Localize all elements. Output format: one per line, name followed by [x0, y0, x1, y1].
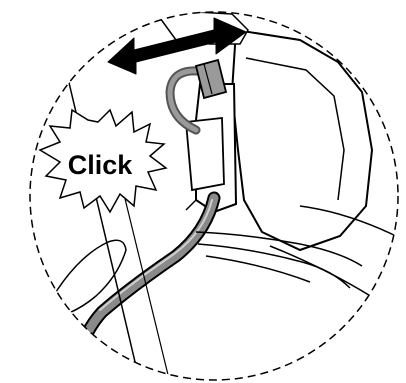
click-label: Click	[68, 150, 134, 180]
device-parts	[0, 11, 396, 383]
frame-line-2	[0, 262, 74, 382]
frame-line-3	[118, 170, 170, 383]
click-callout: Click	[40, 110, 166, 212]
frame-line-4	[186, 200, 196, 210]
